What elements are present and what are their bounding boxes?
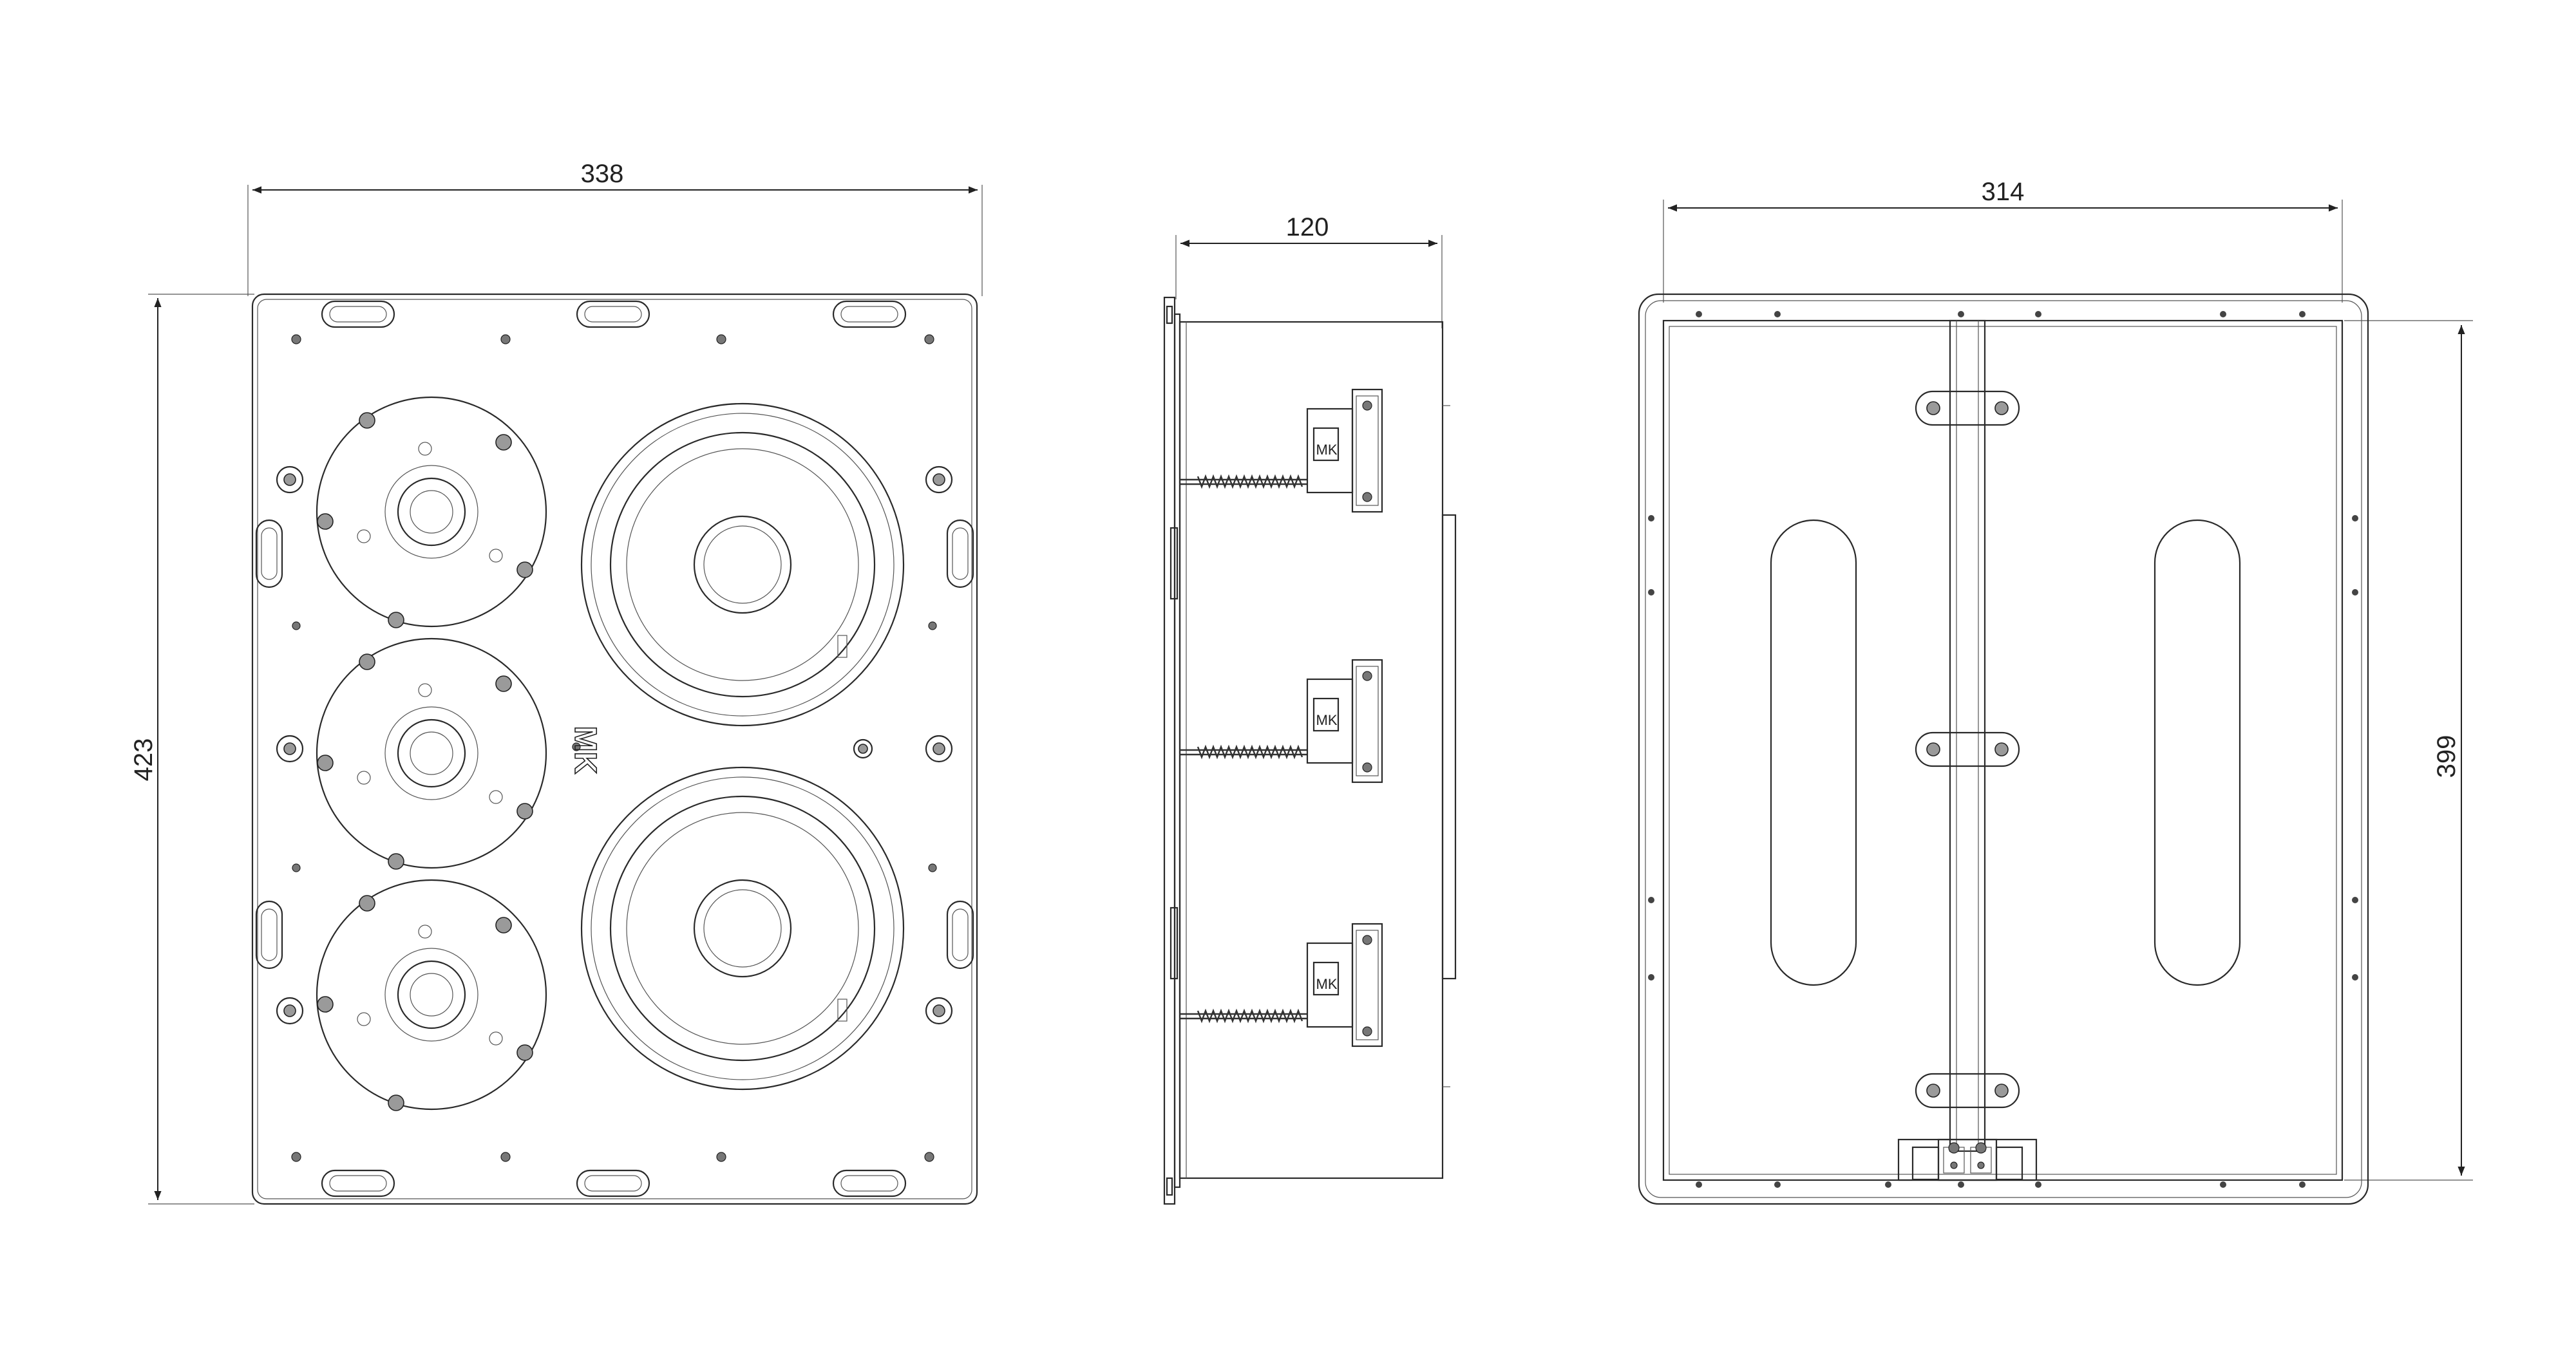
side-front-plate [1163, 296, 1176, 1205]
side-clamp-bottom: MK [1180, 923, 1383, 1047]
back-view: 314 399 [1638, 178, 2473, 1205]
front-height-label: 423 [129, 738, 158, 782]
back-perimeter-screws [1648, 311, 2358, 1188]
connector-terminal [1897, 1138, 2038, 1181]
side-front-details [1166, 305, 1450, 1196]
mounting-slot-top-right [832, 300, 907, 328]
back-width-label: 314 [1982, 178, 2025, 206]
mounting-slot-left-lower [255, 900, 283, 970]
side-clamp-bottom-logo: MK [1316, 976, 1338, 992]
side-clamp-middle-logo: MK [1316, 712, 1338, 728]
tweeter-bottom [316, 879, 547, 1111]
back-brace [1949, 319, 1986, 1152]
mounting-slot-right-lower [946, 900, 974, 970]
front-height-dimension: 423 [129, 294, 254, 1205]
woofer-lower [580, 766, 905, 1091]
front-logo: MK [567, 726, 603, 775]
mounting-slot-left-upper [255, 519, 283, 588]
woofer-upper [580, 402, 905, 727]
back-frame-outer [1638, 293, 2369, 1205]
mounting-slot-bottom-center [576, 1169, 650, 1197]
brace-clip-middle [1915, 731, 2020, 767]
side-view: 120 MK [1163, 213, 1457, 1205]
side-clamp-middle: MK [1180, 659, 1383, 784]
mounting-slot-top-left [321, 300, 395, 328]
side-depth-label: 120 [1286, 213, 1329, 241]
side-front-flange [1173, 313, 1181, 1188]
front-corner-fixings [276, 465, 953, 1025]
front-logo-text: MK [568, 726, 602, 775]
back-height-label: 399 [2432, 735, 2461, 778]
brace-clip-bottom [1915, 1073, 2020, 1109]
front-frame-inner [257, 299, 972, 1199]
bass-port-left [1770, 519, 1857, 986]
front-frame-screws [291, 334, 937, 1162]
mounting-slot-bottom-right [832, 1169, 907, 1197]
mounting-slot-bottom-left [321, 1169, 395, 1197]
side-depth-dimension: 120 [1175, 213, 1443, 328]
mounting-slot-top-center [576, 300, 650, 328]
front-width-label: 338 [581, 160, 624, 188]
side-back-step [1441, 514, 1457, 980]
front-frame [251, 293, 978, 1205]
back-height-dimension: 399 [2344, 320, 2473, 1181]
front-view: 338 423 [129, 160, 983, 1205]
bass-port-right [2154, 519, 2241, 986]
back-width-dimension: 314 [1663, 178, 2343, 303]
side-clamp-top-logo: MK [1316, 442, 1338, 458]
front-width-dimension: 338 [247, 160, 983, 296]
brace-clip-top [1915, 390, 2020, 426]
tweeter-top [316, 396, 547, 628]
tweeter-middle [316, 637, 547, 870]
mounting-slot-right-upper [946, 519, 974, 588]
side-clamp-top: MK [1180, 388, 1383, 513]
